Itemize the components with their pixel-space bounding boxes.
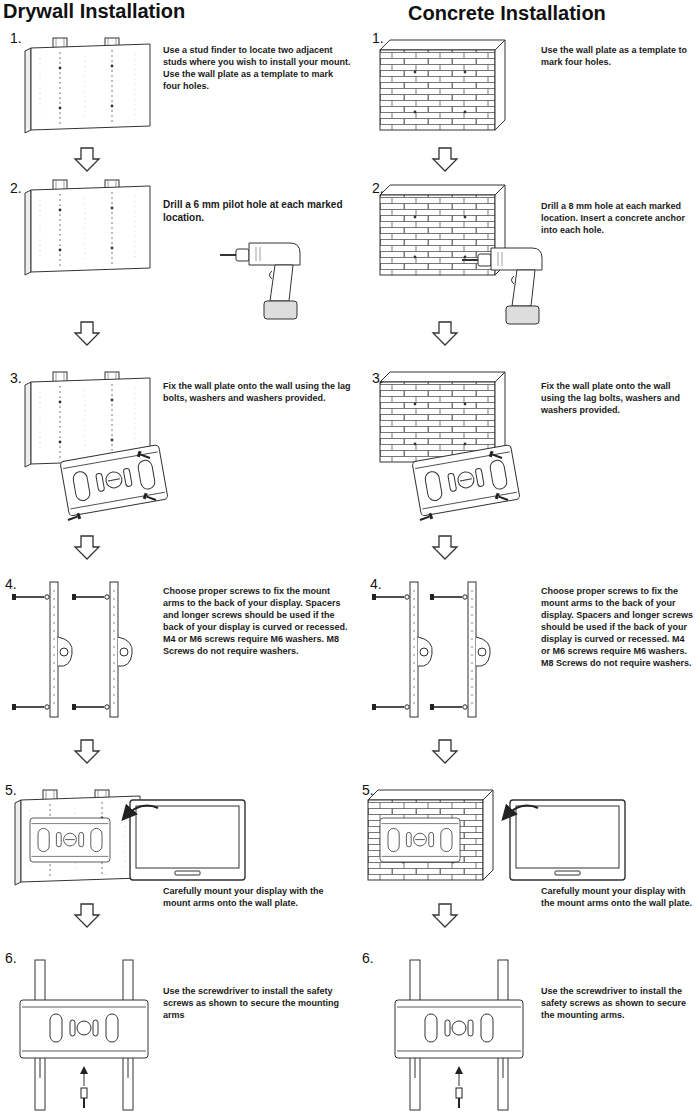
- step-text: Use the screwdriver to install the safet…: [541, 985, 693, 1021]
- drill: [220, 243, 300, 319]
- display: [130, 800, 245, 880]
- step-number: 3.: [372, 370, 384, 386]
- step-number: 4.: [5, 576, 17, 592]
- drill: [462, 248, 542, 324]
- lag-bolt: [137, 451, 151, 461]
- step-number: 5.: [5, 782, 17, 798]
- step-text: Choose proper screws to fix the mount ar…: [163, 585, 353, 657]
- lag-bolt: [495, 493, 509, 503]
- brick-wall: [380, 40, 505, 130]
- step-number: 1.: [10, 30, 22, 46]
- step-text: Choose proper screws to fix the mount ar…: [541, 585, 693, 669]
- brick-wall: [368, 790, 493, 880]
- wall-plate: [380, 818, 460, 862]
- mount-arm: [430, 582, 490, 717]
- mount-bracket: [20, 960, 148, 1110]
- down-arrow: [433, 740, 457, 763]
- down-arrow: [433, 148, 457, 171]
- step-number: 3.: [10, 370, 22, 386]
- step-text: Use the wall plate as a template to mark…: [541, 44, 693, 68]
- mount-arm: [372, 582, 432, 717]
- step-number: 6.: [5, 950, 17, 966]
- step-text: Use the screwdriver to install the safet…: [163, 985, 353, 1021]
- down-arrow: [433, 536, 457, 559]
- lag-bolt: [143, 493, 157, 503]
- wall-plate: [30, 818, 110, 862]
- step-number: 5.: [362, 782, 374, 798]
- down-arrow: [75, 536, 99, 559]
- step-number: 4.: [370, 576, 382, 592]
- step-text: Carefully mount your display with the mo…: [541, 885, 693, 909]
- wall-plate: [412, 445, 520, 517]
- down-arrow: [433, 904, 457, 927]
- step-text: Drill a 6 mm pilot hole at each marked l…: [163, 198, 353, 224]
- down-arrow: [75, 904, 99, 927]
- drywall-panel: [25, 180, 150, 275]
- step-text: Carefully mount your display with the mo…: [163, 885, 353, 909]
- display: [510, 800, 625, 880]
- step-text: Drill a 8 mm hole at each marked locatio…: [541, 200, 693, 236]
- mount-bracket: [395, 960, 523, 1110]
- heading: Drywall Installation: [3, 0, 185, 23]
- wall-plate: [60, 445, 168, 517]
- step-number: 2.: [10, 180, 22, 196]
- step-number: 2.: [372, 180, 384, 196]
- step-number: 6.: [362, 950, 374, 966]
- lag-bolt: [489, 451, 503, 461]
- step-text: Use a stud finder to locate two adjacent…: [163, 44, 353, 92]
- motion-arrow: [504, 806, 538, 818]
- step-number: 1.: [372, 30, 384, 46]
- mount-arm: [72, 582, 132, 717]
- down-arrow: [75, 322, 99, 345]
- drywall-panel: [25, 38, 150, 133]
- down-arrow: [433, 322, 457, 345]
- lag-bolt: [419, 513, 433, 523]
- down-arrow: [75, 148, 99, 171]
- down-arrow: [75, 740, 99, 763]
- heading: Concrete Installation: [408, 2, 606, 25]
- step-text: Fix the wall plate onto the wall using t…: [541, 380, 693, 416]
- mount-arm: [12, 582, 72, 717]
- lag-bolt: [67, 513, 81, 523]
- step-text: Fix the wall plate onto the wall using t…: [163, 380, 353, 404]
- motion-arrow: [124, 806, 158, 818]
- drywall-panel: [15, 790, 140, 885]
